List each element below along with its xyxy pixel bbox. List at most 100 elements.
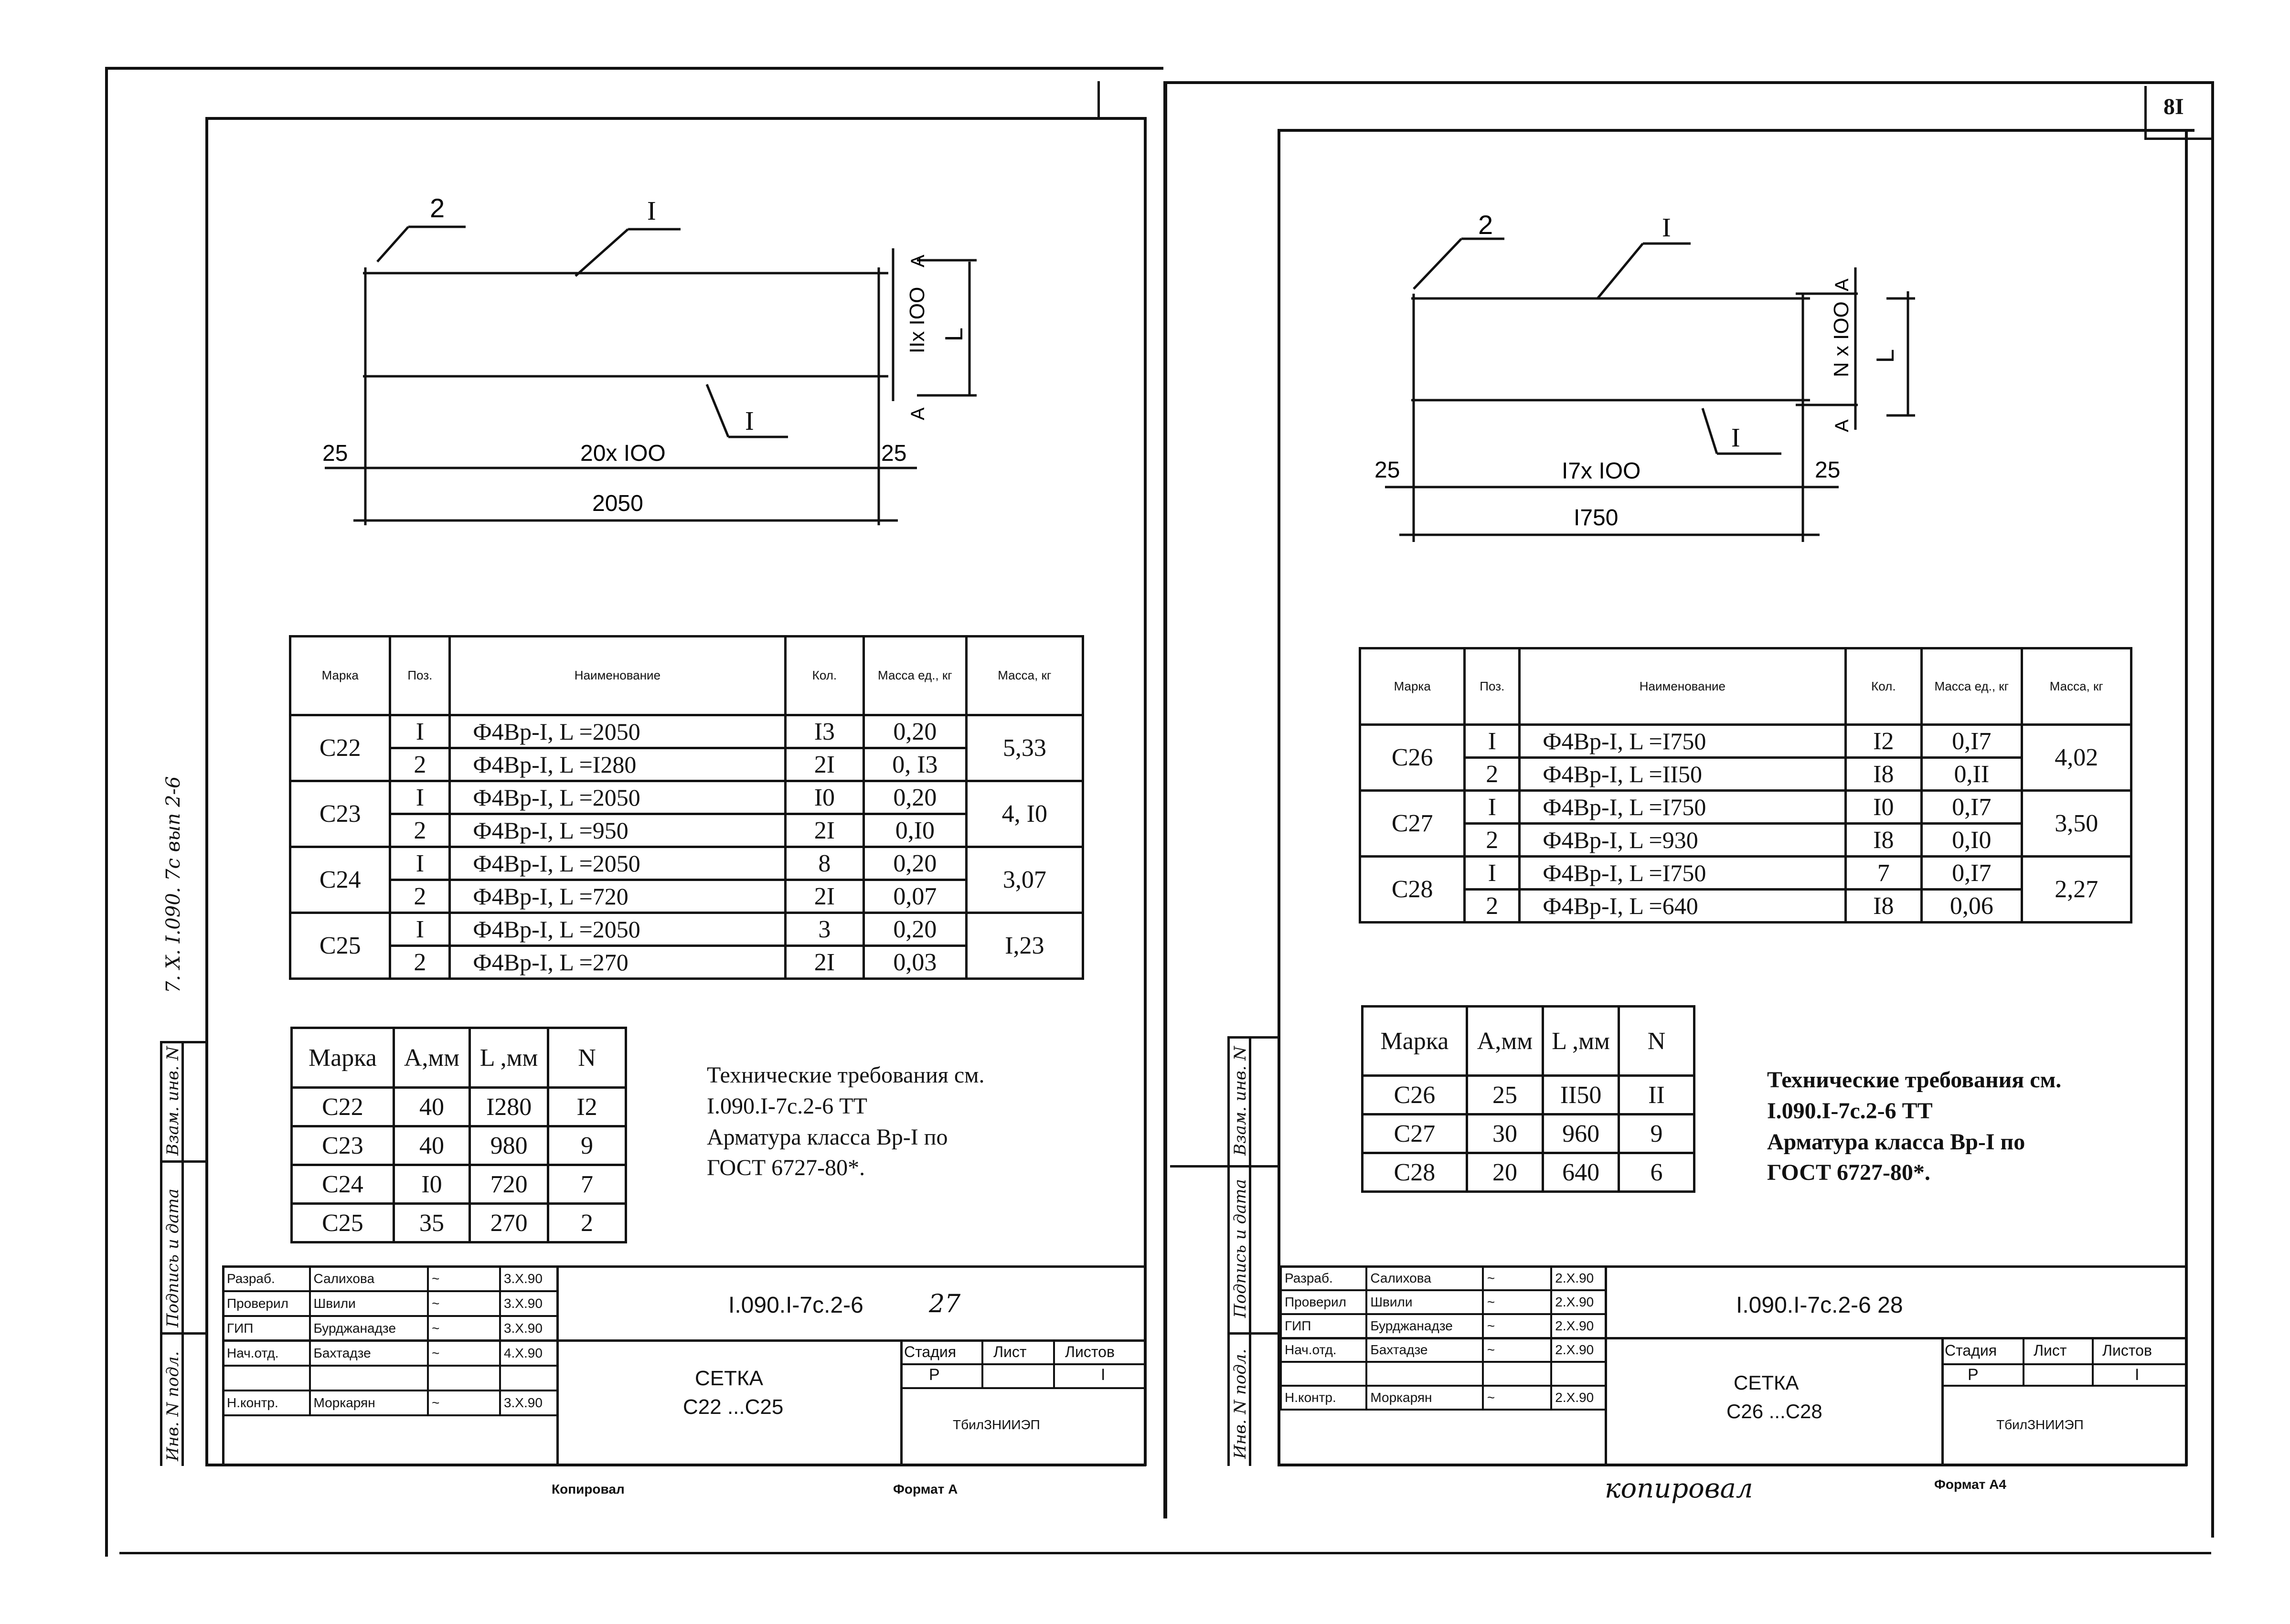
left-dim-n: IIx IOO xyxy=(905,287,929,353)
table-row: 2 Ф4Вр-I, L =720 2I 0,07 xyxy=(290,879,1083,914)
name-cell: Ф4Вр-I, L =II50 xyxy=(1518,756,1847,792)
right-sheet-bottom xyxy=(1278,1464,2187,1466)
date-cell: 2.X.90 xyxy=(1550,1289,1607,1315)
table-row: C23 I Ф4Вр-I, L =2050 I0 0,20 4, I0 xyxy=(288,780,1085,848)
role-cell: ГИП xyxy=(222,1315,311,1342)
table-row: C27 I Ф4Вр-I, L =I750 I0 0,I7 3,50 xyxy=(1358,789,2133,858)
name-cell: Ф4Вр-I, L =270 xyxy=(448,945,787,980)
left-stage-value: Р xyxy=(929,1366,940,1384)
right-bottom-format: Формат А4 xyxy=(1934,1477,2006,1492)
right-bottom-copy: копировал xyxy=(1605,1473,1753,1504)
unit-mass-cell: 0,I7 xyxy=(1920,723,2023,759)
params-cell: I280 xyxy=(469,1086,550,1127)
page-number-box-left xyxy=(2144,86,2147,138)
table-row: Разраб. Салихова ~ 3.X.90 xyxy=(222,1265,559,1292)
role-cell: Нач.отд. xyxy=(1279,1337,1368,1363)
pos-cell: I xyxy=(1463,789,1521,825)
name-cell: Швили xyxy=(1365,1289,1484,1315)
date-cell: 2.X.90 xyxy=(1550,1313,1607,1339)
signature-cell: ~ xyxy=(1482,1337,1553,1363)
mass-cell: 4,02 xyxy=(2020,723,2133,792)
requirement-line: I.090.I-7c.2-6 ТТ xyxy=(707,1093,867,1119)
right-doc-code: I.090.I-7c.2-6 28 xyxy=(1736,1293,1903,1318)
mark-cell: C24 xyxy=(288,846,392,914)
pos-cell: I xyxy=(389,780,451,815)
left-subtitle: C22 ...C25 xyxy=(683,1395,784,1419)
signature-cell: ~ xyxy=(426,1340,501,1367)
margin-strip-right-outer xyxy=(1227,1036,1230,1466)
outer-frame-left xyxy=(105,67,108,1557)
header-name: Наименование xyxy=(448,635,787,716)
unit-mass-cell: 0,II xyxy=(1920,756,2023,792)
params-cell: C24 xyxy=(290,1164,395,1205)
table-row xyxy=(1279,1361,1607,1387)
unit-mass-cell: 0,06 xyxy=(1920,888,2023,923)
left-stage-label: Стадия xyxy=(904,1343,957,1360)
mass-cell: 4, I0 xyxy=(965,780,1085,848)
right-sheets-label: Листов xyxy=(2102,1342,2152,1359)
name-cell xyxy=(1365,1361,1484,1387)
params-cell: 9 xyxy=(1617,1113,1696,1154)
left-requirements: Технические требования см. I.090.I-7c.2-… xyxy=(707,1060,985,1184)
params-cell: 2 xyxy=(547,1202,627,1243)
name-cell: Ф4Вр-I, L =I280 xyxy=(448,747,787,782)
date-cell xyxy=(1550,1361,1607,1387)
unit-mass-cell: 0,I0 xyxy=(863,813,968,848)
table-row: 2 Ф4Вр-I, L =I280 2I 0, I3 xyxy=(290,747,1083,782)
mass-cell: 3,50 xyxy=(2020,789,2133,858)
role-cell: Проверил xyxy=(222,1290,311,1317)
right-signatures-table: Разраб. Салихова ~ 2.X.90 Проверил Швили… xyxy=(1279,1265,1607,1411)
name-cell: Бурджанадзе xyxy=(309,1315,429,1342)
unit-mass-cell: 0,I7 xyxy=(1920,789,2023,825)
margin-strip-right-inner xyxy=(1249,1036,1251,1466)
pos-cell: 2 xyxy=(389,813,451,848)
header-qty: Кол. xyxy=(1844,647,1923,726)
name-cell: Ф4Вр-I, L =930 xyxy=(1518,822,1847,858)
mass-cell: 3,07 xyxy=(965,846,1085,914)
right-dim-l: L xyxy=(1872,349,1899,363)
qty-cell: 2I xyxy=(784,813,865,848)
role-cell: Нач.отд. xyxy=(222,1340,311,1367)
signature-cell: ~ xyxy=(1482,1313,1553,1339)
params-header-l: L ,мм xyxy=(469,1027,550,1089)
role-cell: Н.контр. xyxy=(222,1390,311,1416)
qty-cell: I3 xyxy=(784,714,865,749)
table-row: Разраб. Салихова ~ 2.X.90 xyxy=(1279,1265,1607,1291)
unit-mass-cell: 0,I7 xyxy=(1920,855,2023,891)
right-sheet-left xyxy=(1278,129,1280,1466)
name-cell: Ф4Вр-I, L =2050 xyxy=(448,846,787,881)
right-title-block: Разраб. Салихова ~ 2.X.90 Проверил Швили… xyxy=(1279,1265,2187,1466)
params-cell: I0 xyxy=(392,1164,471,1205)
right-subtitle: C26 ...C28 xyxy=(1726,1400,1822,1422)
center-divider xyxy=(1163,81,1167,1518)
left-sheet-top xyxy=(205,117,1146,120)
params-cell: II xyxy=(1617,1074,1696,1115)
right-sheet-ext xyxy=(1170,1165,1280,1168)
params-cell: 980 xyxy=(469,1125,550,1166)
right-sheet-right xyxy=(2185,129,2188,1466)
pos-cell: 2 xyxy=(389,879,451,914)
right-dim-n: N x IOO xyxy=(1830,301,1853,377)
pos-cell: 2 xyxy=(1463,888,1521,923)
right-stage-value: Р xyxy=(1968,1366,1979,1384)
params-cell: C26 xyxy=(1361,1074,1468,1115)
requirement-line: Арматура класса Вр-I по xyxy=(1767,1129,2025,1155)
table-row: C26 25 II50 II xyxy=(1361,1074,1696,1115)
mark-cell: C27 xyxy=(1358,789,1466,858)
left-dim-total: 2050 xyxy=(592,491,643,516)
page-number: 8I xyxy=(2163,94,2184,119)
table-row: C28 I Ф4Вр-I, L =I750 7 0,I7 2,27 xyxy=(1358,855,2133,923)
right-params-table: Марка A,мм L ,мм N C26 25 II50 II C27 30… xyxy=(1361,1005,1696,1193)
params-cell: C27 xyxy=(1361,1113,1468,1154)
table-row: C24 I0 720 7 xyxy=(290,1164,627,1205)
pos-cell: 2 xyxy=(1463,756,1521,792)
right-spec-table: Марка Поз. Наименование Кол. Масса ед., … xyxy=(1358,647,2133,923)
margin-strip-left-outer xyxy=(160,1041,162,1466)
name-cell: Салихова xyxy=(1365,1265,1484,1291)
requirement-line: ГОСТ 6727-80*. xyxy=(1767,1160,1930,1186)
unit-mass-cell: 0,I0 xyxy=(1920,822,2023,858)
table-row: 2 Ф4Вр-I, L =270 2I 0,03 xyxy=(290,945,1083,980)
right-title: СЕТКА xyxy=(1734,1371,1799,1394)
params-cell: 40 xyxy=(392,1086,471,1127)
table-row: Проверил Швили ~ 2.X.90 xyxy=(1279,1289,1607,1315)
